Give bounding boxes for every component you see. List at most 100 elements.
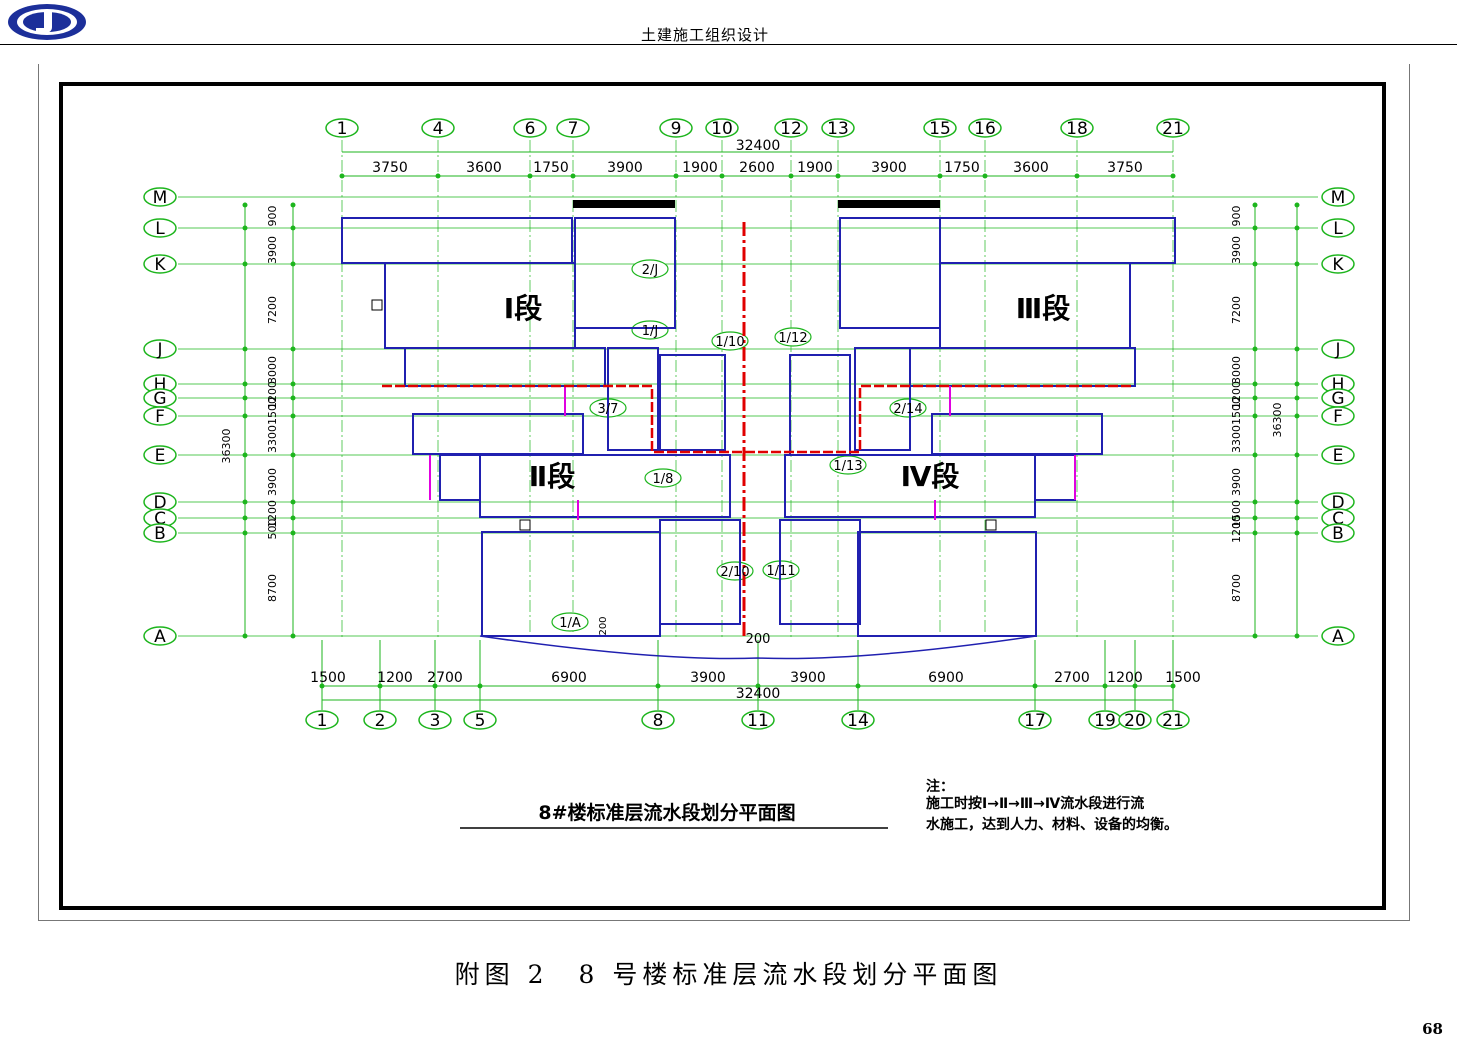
row-dim-tick-3-7 (1294, 452, 1300, 458)
row-dim-tick-3-9 (1294, 515, 1300, 521)
page-number: 68 (1422, 1020, 1443, 1038)
right-axis-E-bubble (1321, 445, 1355, 465)
bottom-dim-tick-10 (1170, 683, 1176, 689)
right-row-dim-6: 3300 (1230, 425, 1243, 453)
bottom-dim-5: 3900 (790, 670, 826, 686)
right-row-dim-8: 1500 (1230, 500, 1243, 528)
bottom-dim-4: 3900 (690, 670, 726, 686)
section-label-1: Ⅱ段 (529, 460, 575, 493)
row-dim-tick-1-9 (290, 515, 296, 521)
wall-block-8 (439, 454, 481, 501)
bottom-dim-9: 1500 (1165, 670, 1201, 686)
left-row-dim-3: 3000 (266, 356, 279, 384)
bottom-axis-21-bubble (1156, 710, 1190, 730)
top-dim-9: 3600 (1013, 160, 1049, 176)
left-axis-K-bubble (143, 254, 177, 274)
right-row-dim-5: 1500 (1230, 397, 1243, 425)
bottom-dim-6: 6900 (928, 670, 964, 686)
right-row-dim-1: 3900 (1230, 236, 1243, 264)
row-dim-tick-1-1 (290, 225, 296, 231)
row-dim-tick-3-4 (1294, 381, 1300, 387)
bottom-axis-3-label: 3 (430, 711, 441, 731)
bottom-axis-11-label: 11 (747, 711, 769, 731)
right-axis-L-bubble (1321, 218, 1355, 238)
left-axis-M-bubble (143, 187, 177, 207)
balcony-top-left (573, 200, 675, 208)
detail-label-4: 3/7 (598, 402, 619, 417)
detail-label-5: 2/14 (893, 402, 922, 417)
row-dim-tick-1-5 (290, 395, 296, 401)
detail-label-3: 1/12 (778, 331, 807, 346)
row-dim-tick-0-2 (242, 261, 248, 267)
top-dim-8: 1750 (944, 160, 980, 176)
row-dim-tick-1-8 (290, 499, 296, 505)
detail-callout-6 (644, 468, 682, 488)
top-axis-6-bubble (513, 118, 547, 138)
section-divide-lines (382, 222, 1133, 640)
row-dim-tick-3-3 (1294, 346, 1300, 352)
bottom-axis-5-bubble (463, 710, 497, 730)
top-axis-6-label: 6 (525, 119, 536, 139)
left-axis-C-label: C (154, 509, 166, 529)
right-axis-K-label: K (1332, 255, 1344, 275)
bottom-axis-5-label: 5 (475, 711, 486, 731)
top-dim-tick-4 (673, 173, 679, 179)
top-dim-6: 1900 (797, 160, 833, 176)
right-axis-A-label: A (1332, 627, 1344, 647)
left-axis-E-bubble (143, 445, 177, 465)
row-dim-tick-3-10 (1294, 530, 1300, 536)
row-dim-tick-2-9 (1252, 515, 1258, 521)
right-axis-J-bubble (1321, 339, 1355, 359)
right-axis-F-bubble (1321, 406, 1355, 426)
top-dim-tick-2 (527, 173, 533, 179)
top-dim-tick-1 (435, 173, 441, 179)
left-axis-F-bubble (143, 406, 177, 426)
bay-window-arc (479, 635, 1037, 660)
bottom-dim-tick-2 (432, 683, 438, 689)
left-axis-G-label: G (153, 389, 166, 409)
wall-block-16 (779, 519, 861, 625)
equipment-mark-2 (985, 519, 997, 531)
bottom-axis-14-bubble (841, 710, 875, 730)
wall-block-19 (659, 354, 726, 451)
row-dim-tick-1-7 (290, 452, 296, 458)
top-axis-12-bubble (774, 118, 808, 138)
wall-block-5 (479, 454, 731, 518)
top-dim-tick-11 (1170, 173, 1176, 179)
bottom-dim-tick-8 (1102, 683, 1108, 689)
detail-label-9: 1/11 (766, 564, 795, 579)
row-dim-tick-3-5 (1294, 395, 1300, 401)
row-dim-tick-0-4 (242, 381, 248, 387)
bottom-dim-tick-4 (655, 683, 661, 689)
top-axis-12-label: 12 (780, 119, 802, 139)
detail-callout-2 (711, 331, 749, 351)
right-row-dim-7: 3900 (1230, 468, 1243, 496)
row-dim-tick-2-0 (1252, 202, 1258, 208)
top-axis-1-bubble (325, 118, 359, 138)
row-dim-tick-0-10 (242, 530, 248, 536)
bottom-axis-17-bubble (1018, 710, 1052, 730)
row-dim-tick-3-6 (1294, 413, 1300, 419)
detail-label-2: 1/10 (715, 335, 744, 350)
note-line-2: 水施工，达到人力、材料、设备的均衡。 (926, 816, 1178, 833)
left-row-dim-0: 900 (266, 206, 279, 227)
right-row-total: 36300 (1271, 403, 1284, 438)
detail-label-7: 1/13 (833, 459, 862, 474)
bottom-dim-7: 2700 (1054, 670, 1090, 686)
row-dim-tick-1-0 (290, 202, 296, 208)
row-dim-tick-3-8 (1294, 499, 1300, 505)
row-dim-tick-3-0 (1294, 202, 1300, 208)
left-axis-M-label: M (153, 188, 168, 208)
top-axis-21-label: 21 (1162, 119, 1184, 139)
top-dim-tick-6 (788, 173, 794, 179)
building-walls (341, 200, 1176, 660)
right-axis-L-label: L (1333, 219, 1343, 239)
wall-block-18 (607, 347, 659, 451)
bottom-axis-17-label: 17 (1024, 711, 1046, 731)
note-heading: 注： (926, 778, 954, 795)
top-axis-13-bubble (821, 118, 855, 138)
top-dim-2: 1750 (533, 160, 569, 176)
right-row-dim-4: 1200 (1230, 381, 1243, 409)
